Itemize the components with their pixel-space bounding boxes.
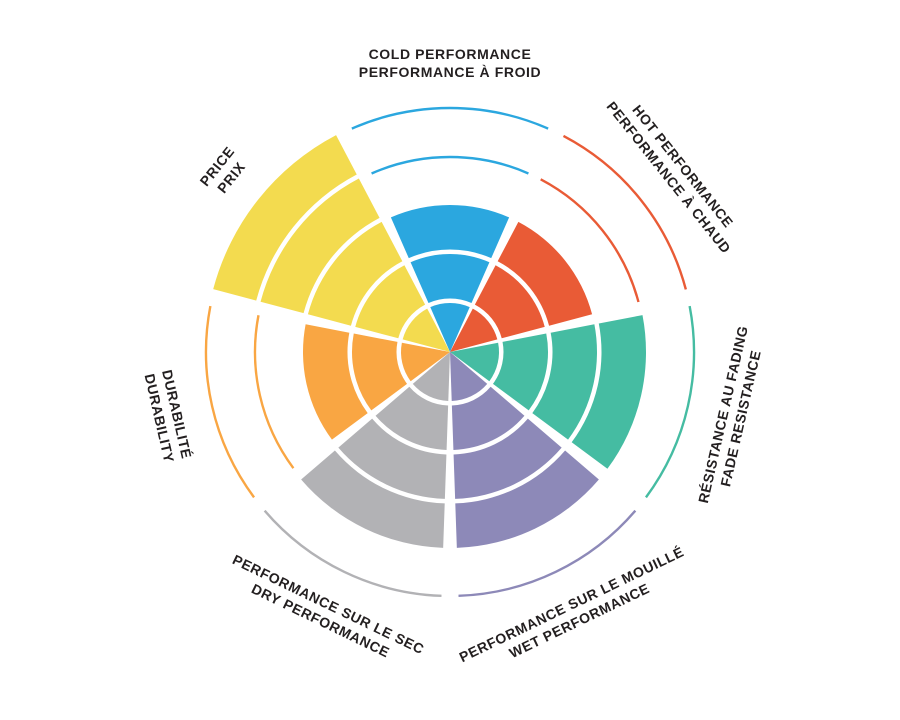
sector-wet-performance-ring-3: [453, 418, 562, 499]
sector-label-line: PERFORMANCE SUR LE MOUILLÉ: [457, 543, 687, 665]
sector-price-ring-5: [213, 135, 357, 301]
sector-fade-resistance-level-arc-5: [644, 305, 696, 499]
sector-dry-performance-ring-1: [412, 352, 450, 401]
sector-label-price: PRICEPRIX: [196, 143, 251, 200]
sector-dry-performance-ring-3: [338, 418, 447, 499]
sector-wet-performance-level-arc-5: [458, 509, 637, 598]
sector-cold-performance-level-arc-5: [351, 106, 549, 130]
sector-durability-ring-3: [303, 324, 368, 440]
sector-label-line: PERFORMANCE À FROID: [359, 64, 542, 80]
sector-price-ring-2: [355, 265, 426, 339]
sector-fade-resistance-ring-4: [571, 315, 646, 469]
sector-fade-resistance-ring-3: [532, 324, 597, 440]
sector-cold-performance: COLD PERFORMANCE PERFORMANCE À FROID: [351, 46, 549, 352]
sector-cold-performance-level-arc-4: [371, 155, 529, 175]
sector-hot-performance-level-arc-4: [540, 178, 640, 303]
sector-durability: DURABILITÉDURABILITY: [142, 305, 450, 499]
sector-durability-level-arc-5: [204, 305, 256, 499]
sector-cold-performance-ring-2: [410, 254, 490, 304]
sector-hot-performance-ring-2: [474, 265, 545, 339]
sector-label-cold-performance: COLD PERFORMANCE PERFORMANCE À FROID: [359, 46, 542, 80]
sector-hot-performance-ring-1: [450, 308, 498, 352]
sector-price-ring-3: [307, 221, 403, 326]
sector-label-wet-performance: PERFORMANCE SUR LE MOUILLÉWET PERFORMANC…: [457, 543, 695, 681]
sector-label-line: PERFORMANCE SUR LE SEC: [230, 551, 427, 657]
sector-wet-performance-ring-4: [455, 450, 599, 548]
sector-label-fade-resistance: RÉSISTANCE AU FADINGFADE RESISTANCE: [695, 324, 769, 509]
sector-label-durability: DURABILITÉDURABILITY: [142, 368, 195, 464]
sector-label-dry-performance: PERFORMANCE SUR LE SECDRY PERFORMANCE: [222, 551, 427, 673]
sector-fade-resistance-ring-1: [450, 342, 499, 382]
sector-price-ring-1: [402, 308, 450, 352]
sector-durability-ring-2: [352, 333, 408, 411]
sector-fade-resistance-ring-2: [492, 333, 548, 411]
sector-price: PRICEPRIX: [196, 135, 450, 352]
sector-cold-performance-ring-1: [430, 302, 470, 352]
sector-label-line: HOT PERFORMANCE: [629, 102, 736, 231]
sector-label-line: PERFORMANCE À CHAUD: [604, 98, 735, 256]
sector-label-hot-performance: HOT PERFORMANCEPERFORMANCE À CHAUD: [604, 87, 749, 256]
sector-dry-performance-ring-2: [375, 386, 449, 450]
sector-price-ring-4: [260, 178, 380, 314]
sector-label-line: COLD PERFORMANCE: [369, 46, 532, 62]
sector-wet-performance-ring-2: [451, 386, 525, 450]
sector-dry-performance-level-arc-5: [263, 509, 442, 598]
sector-wet-performance-ring-1: [450, 352, 488, 401]
sector-durability-level-arc-4: [253, 315, 295, 469]
sector-cold-performance-ring-3: [390, 205, 510, 259]
sector-hot-performance-ring-3: [497, 221, 593, 326]
sector-dry-performance-ring-4: [301, 450, 445, 548]
sector-hot-performance-level-arc-5: [562, 134, 688, 290]
sector-durability-ring-1: [400, 342, 450, 382]
